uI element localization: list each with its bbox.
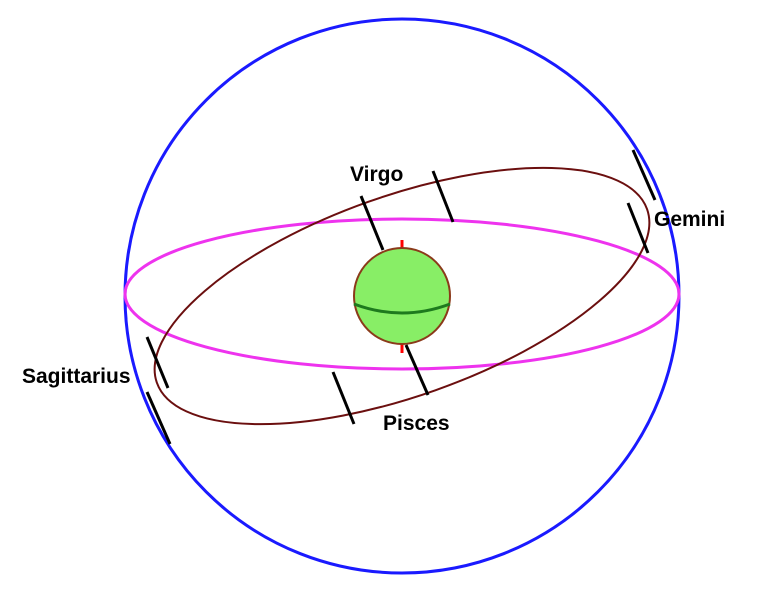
ecliptic-tick-marks (145, 149, 657, 445)
tick-mark-lower-left (331, 371, 356, 425)
label-virgo: Virgo (350, 163, 403, 186)
tick-mark-pisces (404, 344, 430, 396)
tick-mark-gemini-upper (631, 149, 657, 201)
label-pisces: Pisces (383, 412, 450, 435)
label-sagittarius: Sagittarius (22, 365, 131, 388)
earth-equator-line (353, 302, 451, 315)
earth-globe (353, 247, 451, 345)
tick-mark-virgo (359, 195, 385, 251)
label-gemini: Gemini (654, 208, 725, 231)
celestial-equator (123, 217, 681, 371)
tick-mark-upper-right (431, 170, 455, 223)
tick-mark-sagittarius-lower (145, 391, 172, 445)
tick-mark-sagittarius-upper (145, 336, 170, 389)
tick-mark-gemini-lower (626, 202, 650, 254)
earth (353, 240, 451, 353)
ecliptic (153, 166, 651, 426)
